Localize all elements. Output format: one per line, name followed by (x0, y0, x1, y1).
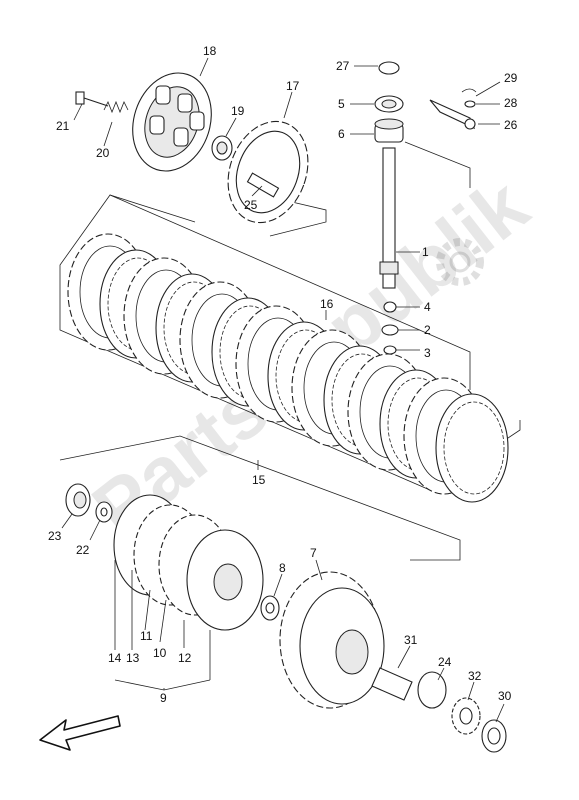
needle-bearing-24 (417, 671, 447, 709)
label-14: 14 (108, 651, 122, 665)
clutch-plate (435, 393, 509, 503)
label-25: 25 (244, 198, 258, 212)
label-20: 20 (96, 146, 110, 160)
label-8: 8 (279, 561, 286, 575)
spring-20 (103, 100, 129, 114)
plate-inner-edge (443, 401, 505, 495)
label-18: 18 (203, 44, 217, 58)
clutch-boss-assembly (113, 494, 264, 631)
label-19: 19 (231, 104, 245, 118)
label-22: 22 (76, 543, 90, 557)
group-outlines (59, 141, 521, 561)
label-29: 29 (504, 71, 518, 85)
label-12: 12 (178, 651, 192, 665)
label-31: 31 (404, 633, 418, 647)
label-24: 24 (438, 655, 452, 669)
washer-8 (260, 595, 280, 621)
clip-29 (461, 88, 477, 93)
label-1: 1 (422, 245, 429, 259)
push-rod-1 (379, 147, 399, 289)
front-arrow-icon (39, 715, 121, 751)
spacer-31 (371, 667, 413, 701)
bolt-21 (75, 91, 109, 107)
washer-28 (464, 100, 476, 108)
leader-lines (61, 57, 505, 723)
label-28: 28 (504, 96, 518, 110)
gear-32 (451, 697, 481, 735)
label-13: 13 (126, 651, 140, 665)
label-32: 32 (468, 669, 482, 683)
washer-22 (95, 501, 113, 523)
bearing-19 (211, 135, 233, 161)
oil-seal-5 (374, 95, 404, 113)
lever-26 (429, 99, 476, 130)
washer-30 (481, 719, 507, 753)
plate-17 (227, 120, 309, 224)
pin-25 (246, 172, 280, 198)
oil-seal-27 (378, 61, 400, 75)
label-15: 15 (252, 473, 266, 487)
part-labels: 18 17 19 21 20 25 27 5 6 29 28 26 1 16 4… (48, 44, 518, 705)
label-10: 10 (153, 646, 167, 660)
label-11: 11 (140, 629, 153, 643)
label-30: 30 (498, 689, 512, 703)
label-4: 4 (424, 300, 431, 314)
washer-2 (381, 324, 399, 336)
label-26: 26 (504, 118, 518, 132)
nut-3 (383, 345, 397, 355)
plate-stack (67, 233, 509, 503)
gear-icon (436, 238, 484, 286)
label-27: 27 (336, 59, 350, 73)
bearing-6 (374, 118, 404, 143)
label-17: 17 (286, 79, 300, 93)
label-7: 7 (310, 546, 317, 560)
pin-4 (383, 301, 397, 313)
label-2: 2 (424, 323, 431, 337)
label-9: 9 (160, 691, 167, 705)
clutch-housing-7 (279, 571, 385, 709)
label-21: 21 (56, 119, 70, 133)
label-23: 23 (48, 529, 62, 543)
pressure-plate-18 (132, 72, 212, 172)
label-16: 16 (320, 297, 334, 311)
label-6: 6 (338, 127, 345, 141)
label-3: 3 (424, 346, 431, 360)
label-5: 5 (338, 97, 345, 111)
bearing-23 (65, 483, 91, 517)
